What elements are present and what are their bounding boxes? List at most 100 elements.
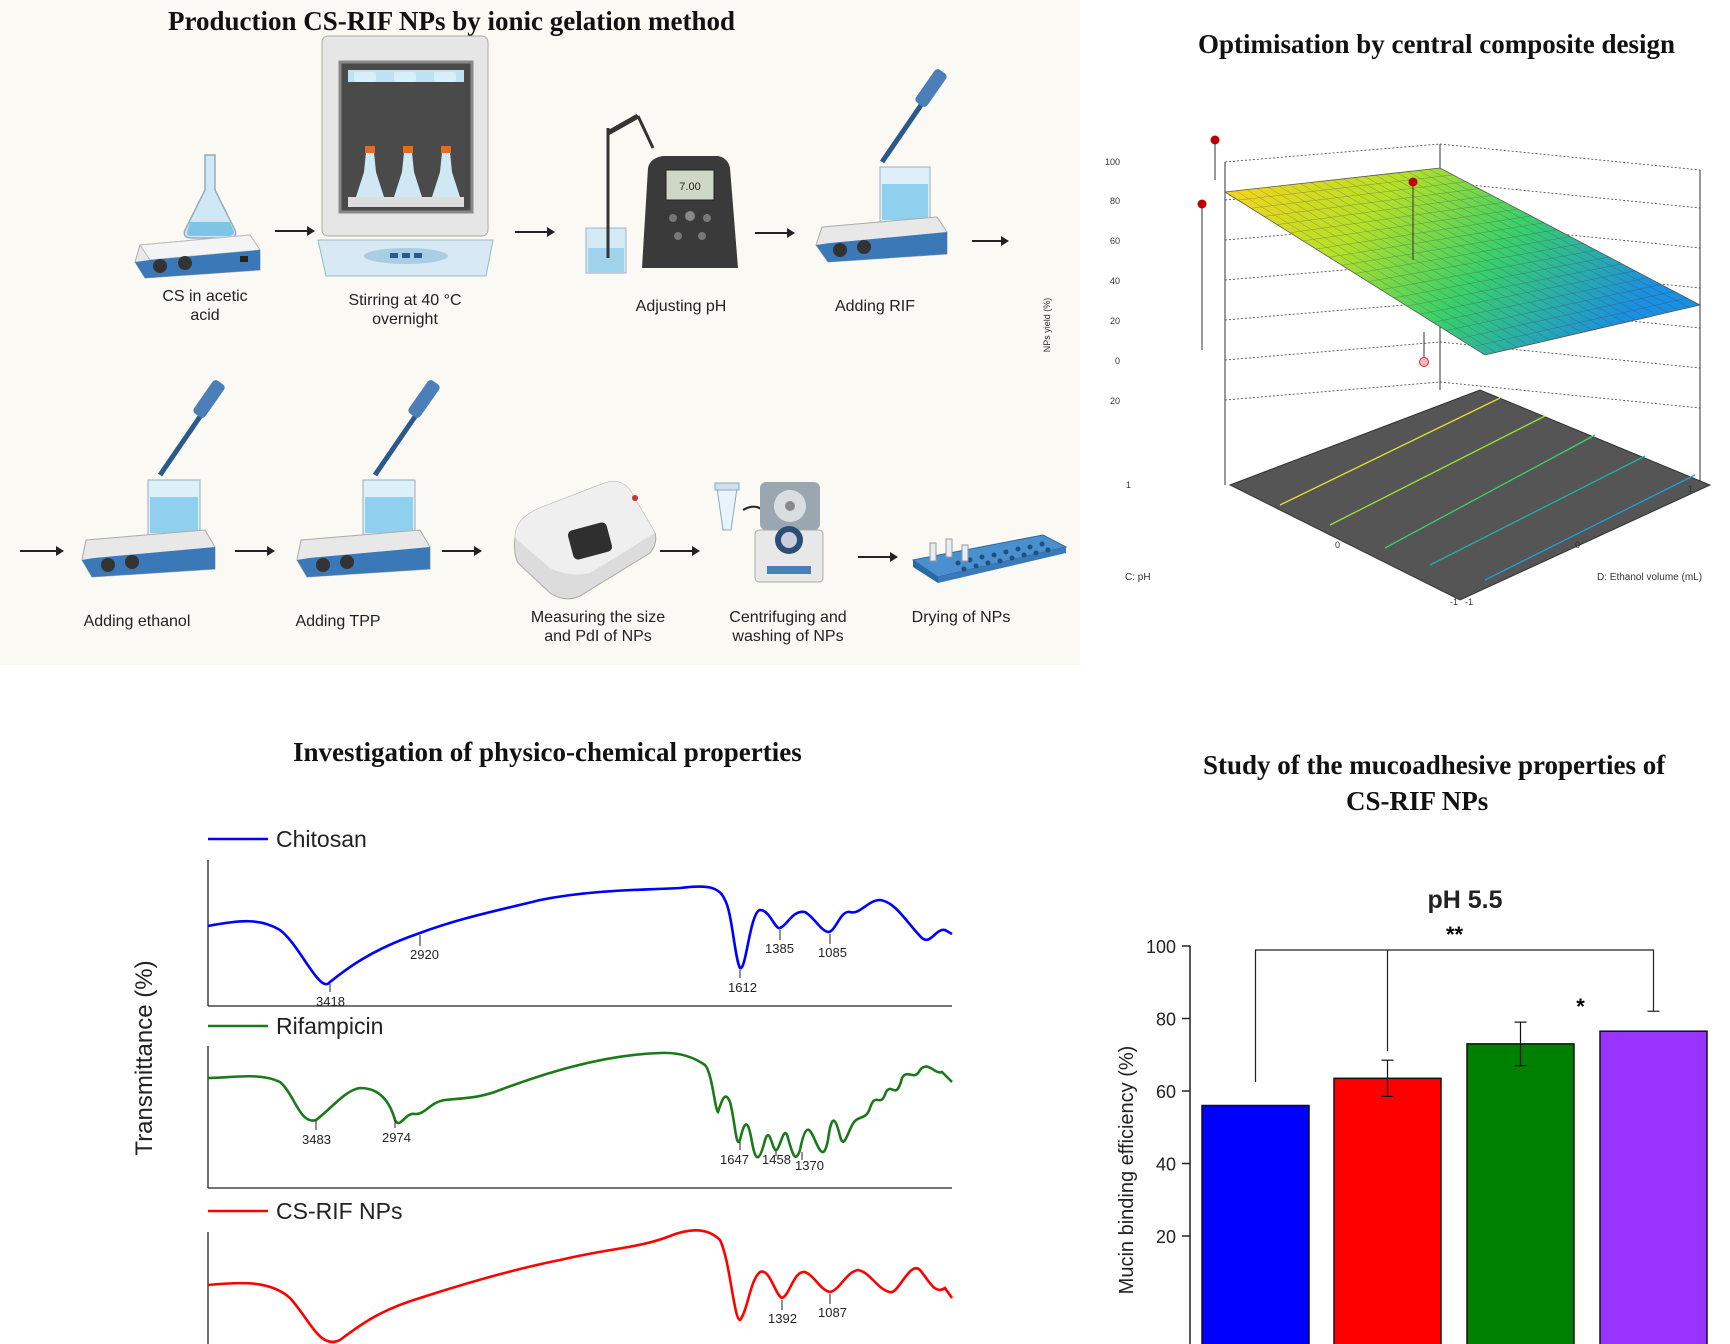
ftir-rifampicin: Rifampicin 3483 2974 1647 1458 1370 (207, 1013, 953, 1189)
mesh-line (1367, 243, 1584, 282)
response-surface-plot: 100 80 60 40 20 0 20 NPs yield (%) 1 0 -… (1042, 135, 1712, 607)
y-tick: 0 (1575, 540, 1580, 550)
mesh-line (1418, 170, 1679, 311)
mesh-line (1343, 178, 1604, 328)
y-axis-label: D: Ethanol volume (mL) (1597, 572, 1702, 583)
y-tick-label: 80 (1156, 1010, 1176, 1030)
ph-meter-icon: 7.00 (585, 113, 738, 274)
mesh-line (1380, 250, 1597, 290)
svg-text:1385: 1385 (765, 941, 794, 956)
mesh-line (1407, 171, 1668, 313)
arrow-icon (660, 546, 700, 556)
svg-text:3418: 3418 (316, 994, 345, 1009)
legend-label-rifampicin: Rifampicin (276, 1013, 383, 1039)
mucin-binding-bar-chart: pH 5.5 Mucin binding efficiency (%) 100 8… (1116, 886, 1708, 1344)
mesh-line (1445, 284, 1662, 331)
svg-text:1087: 1087 (818, 1305, 847, 1320)
mucoadhesive-title-line1: Study of the mucoadhesive properties of (1203, 750, 1666, 780)
design-points (1197, 135, 1429, 367)
svg-text:20: 20 (1110, 396, 1120, 406)
svg-text:1085: 1085 (818, 945, 847, 960)
svg-text:1458: 1458 (762, 1152, 791, 1167)
arrow-icon (858, 552, 898, 562)
x-tick: 1 (1126, 480, 1131, 490)
mesh-line (1354, 236, 1571, 274)
svg-text:1612: 1612 (728, 980, 757, 995)
chitosan-spectrum-line (207, 885, 953, 986)
step-label-adjusting-ph: Adjusting pH (635, 298, 727, 315)
bar (1466, 1043, 1575, 1344)
mesh-line (1458, 291, 1675, 339)
bars (1201, 1021, 1708, 1344)
y-tick-label: 40 (1156, 1155, 1176, 1175)
response-surface (1223, 167, 1702, 356)
mesh-line (1419, 270, 1636, 315)
physico-title: Investigation of physico-chemical proper… (293, 737, 802, 767)
significance-brackets: *** (1254, 922, 1660, 1082)
cs-rif-peak-labels: 1392 1087 (768, 1294, 847, 1326)
step-label-drying: Drying of NPs (911, 609, 1011, 626)
ftir-spectra: Transmittance (%) Chitosan 3418 2920 161… (131, 826, 954, 1344)
mesh-line (1406, 263, 1623, 307)
svg-text:2974: 2974 (382, 1130, 411, 1145)
mesh-line (1471, 297, 1688, 348)
chitosan-peak-labels: 3418 2920 1612 1385 1085 (316, 930, 847, 1009)
legend-label-cs-rif: CS-RIF NPs (276, 1198, 403, 1224)
ftir-chitosan: Chitosan 3418 2920 1612 1385 1085 (207, 826, 953, 1009)
design-point-marker (1210, 135, 1220, 145)
mesh-line (1386, 173, 1647, 318)
svg-text:2920: 2920 (410, 947, 439, 962)
contour-lines (1279, 397, 1696, 581)
mesh-line (1393, 256, 1610, 299)
bracket-long (1254, 949, 1655, 1082)
bar (1201, 1104, 1310, 1344)
svg-text:1392: 1392 (768, 1311, 797, 1326)
z-axis-label: NPs yield (%) (1042, 298, 1052, 353)
chart-y-label: Mucin binding efficiency (%) (1116, 1046, 1138, 1295)
stirrer-pipette-ethanol-icon (81, 380, 225, 578)
svg-text:100: 100 (1105, 157, 1120, 167)
svg-text:7.00: 7.00 (679, 181, 700, 193)
svg-text:0: 0 (1115, 356, 1120, 366)
x-tick: 0 (1335, 540, 1340, 550)
design-point-marker (1408, 177, 1418, 187)
bar (1599, 1030, 1708, 1344)
mesh-line (1375, 175, 1636, 321)
arrow-icon (275, 226, 315, 236)
mesh-line (1429, 169, 1690, 308)
optimisation-title: Optimisation by central composite design (1198, 29, 1675, 59)
production-title: Production CS-RIF NPs by ionic gelation … (168, 6, 736, 36)
design-point-marker (1197, 199, 1207, 209)
centrifuge-icon (714, 482, 824, 583)
svg-text:1370: 1370 (795, 1158, 824, 1173)
tube-rack-icon (911, 534, 1068, 583)
svg-text:40: 40 (1110, 276, 1120, 286)
mucoadhesive-title-line2: CS-RIF NPs (1346, 786, 1489, 816)
mesh-line (1432, 277, 1649, 323)
arrow-icon (20, 546, 64, 556)
cs-rif-spectrum-line (207, 1228, 954, 1344)
rifampicin-spectrum-line (207, 1051, 953, 1159)
svg-text:3483: 3483 (302, 1132, 331, 1147)
arrow-icon (755, 228, 795, 238)
arrow-icon (515, 227, 555, 237)
zetasizer-icon (513, 481, 657, 600)
ftir-y-label: Transmittance (%) (131, 960, 158, 1155)
svg-text:1647: 1647 (720, 1152, 749, 1167)
arrow-icon (972, 236, 1009, 246)
step-label-adding-rif: Adding RIF (834, 298, 916, 315)
arrow-icon (235, 546, 275, 556)
chart-title: pH 5.5 (1427, 886, 1502, 914)
svg-text:80: 80 (1110, 196, 1120, 206)
contour-floor (1228, 389, 1712, 601)
y-tick-label: 100 (1146, 937, 1176, 957)
y-tick-label: 20 (1156, 1227, 1176, 1247)
bar (1333, 1077, 1442, 1344)
stirrer-pipette-icon (815, 69, 948, 263)
design-point-marker (1419, 357, 1429, 367)
